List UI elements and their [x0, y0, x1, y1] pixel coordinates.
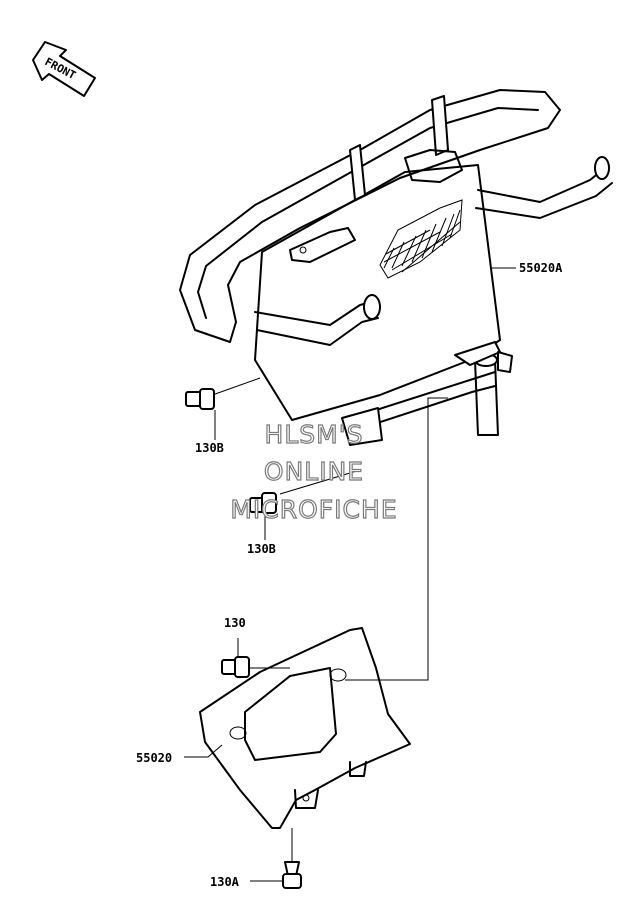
bolt-130b-middle	[249, 469, 361, 540]
watermark-line-2: ONLINE	[264, 457, 364, 486]
watermark-line-3: MICROFICHE	[230, 495, 397, 524]
bolt-130a-bottom	[250, 828, 302, 889]
mesh-grille	[379, 199, 463, 279]
callout-130b-middle: 130B	[247, 542, 276, 556]
skid-plate	[199, 627, 411, 829]
front-guard-assembly	[179, 89, 613, 446]
callout-55020a: 55020A	[519, 261, 563, 275]
mount-leader-line	[345, 397, 448, 681]
callout-130b-left: 130B	[195, 441, 224, 455]
callout-130-top: 130	[224, 616, 246, 630]
bolt-130b-left	[185, 377, 261, 440]
bolt-130-top	[221, 638, 290, 678]
callout-leader-55020	[184, 744, 223, 758]
watermark: HLSM'S ONLINE MICROFICHE	[230, 419, 397, 524]
front-arrow-icon: FRONT	[32, 41, 96, 97]
watermark-line-1: HLSM'S	[265, 420, 364, 449]
callout-55020: 55020	[136, 751, 172, 765]
callout-130a-bottom: 130A	[210, 875, 240, 889]
